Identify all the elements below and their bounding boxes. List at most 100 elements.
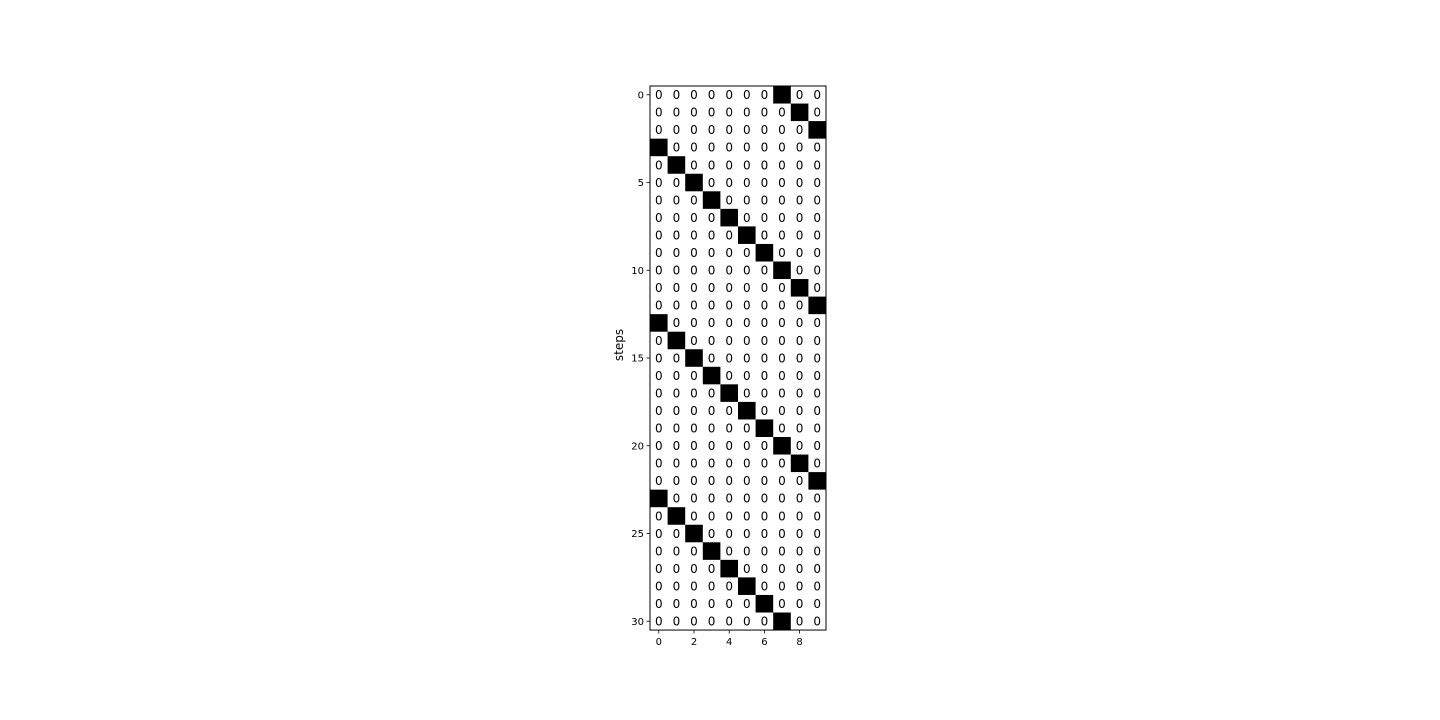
cell [755,454,774,473]
cell-value-label: 0 [690,264,698,278]
cell-value-label: 0 [673,351,681,365]
cell [755,472,774,490]
cell-value-label: 0 [708,176,716,190]
cell-value-label: 0 [761,316,769,330]
cell-value-label: 0 [708,474,716,488]
cell [650,103,668,122]
cell-value-label: 0 [708,281,716,295]
cell-value-label: 0 [690,281,698,295]
cell [808,507,827,526]
cell [650,156,668,175]
cell [808,419,827,438]
active-cell [755,594,774,613]
cell [685,156,704,175]
cell-value-label: 0 [690,404,698,418]
cell-value-label: 0 [708,123,716,137]
cell [702,331,721,350]
active-cell [773,261,792,280]
cell [667,454,686,473]
cell [720,103,739,122]
cell-value-label: 0 [761,509,769,523]
cell-value-label: 0 [655,527,663,541]
cell-value-label: 0 [673,615,681,629]
cell-value-label: 0 [708,106,716,120]
cell [738,559,756,578]
cell [702,559,721,578]
cell-value-label: 0 [673,457,681,471]
cell-value-label: 0 [813,246,821,260]
cell-value-label: 0 [690,579,698,593]
cell-value-label: 0 [725,422,733,436]
cell [755,261,774,280]
cell [808,156,827,175]
cell-value-label: 0 [778,386,786,400]
cell [702,173,721,192]
cell [650,454,668,473]
cell [667,103,686,122]
cell [773,121,792,139]
cell-value-label: 0 [690,228,698,242]
cell [790,331,809,350]
cell-value-label: 0 [673,299,681,313]
cell-value-label: 0 [673,141,681,155]
cell-value-label: 0 [690,544,698,558]
cell-value-label: 0 [655,369,663,383]
cell-value-label: 0 [725,88,733,102]
cell [755,437,774,455]
cell [720,86,739,104]
cell [738,208,756,227]
cell-value-label: 0 [673,474,681,488]
cell-value-label: 0 [673,404,681,418]
cell-value-label: 0 [778,176,786,190]
cell-value-label: 0 [743,123,751,137]
cell [790,489,809,508]
x-tick-label: 4 [726,637,732,648]
cell [685,138,704,157]
cell-value-label: 0 [813,404,821,418]
cell [702,314,721,332]
cell [667,226,686,245]
cell-value-label: 0 [655,281,663,295]
cell-value-label: 0 [690,492,698,506]
cell [720,349,739,368]
cell [650,226,668,245]
cell [773,401,792,420]
cell-value-label: 0 [761,527,769,541]
cell-value-label: 0 [690,158,698,172]
cell [702,612,721,631]
cell-value-label: 0 [743,369,751,383]
y-tick-label: 20 [631,441,644,452]
cell-value-label: 0 [673,562,681,576]
cell [790,401,809,420]
cell-value-label: 0 [761,492,769,506]
cell [685,384,704,403]
cell-value-label: 0 [655,457,663,471]
cell-value-label: 0 [708,228,716,242]
cell [773,594,792,613]
cell-value-label: 0 [743,544,751,558]
cell-value-label: 0 [761,386,769,400]
cell-value-label: 0 [813,351,821,365]
cell [773,314,792,332]
cell [773,507,792,526]
cell-value-label: 0 [813,176,821,190]
cell-value-label: 0 [813,527,821,541]
cell-value-label: 0 [778,141,786,155]
cell-value-label: 0 [761,351,769,365]
cell-value-label: 0 [725,123,733,137]
cell [738,138,756,157]
cell [773,331,792,350]
cell-value-label: 0 [673,123,681,137]
cell [755,86,774,104]
active-cell [702,542,721,561]
cell [790,559,809,578]
cell [755,191,774,210]
active-cell [650,489,668,508]
cell [650,437,668,455]
cell [790,542,809,561]
cell [755,331,774,350]
cell [702,524,721,543]
cell-value-label: 0 [725,316,733,330]
cell-value-label: 0 [673,88,681,102]
